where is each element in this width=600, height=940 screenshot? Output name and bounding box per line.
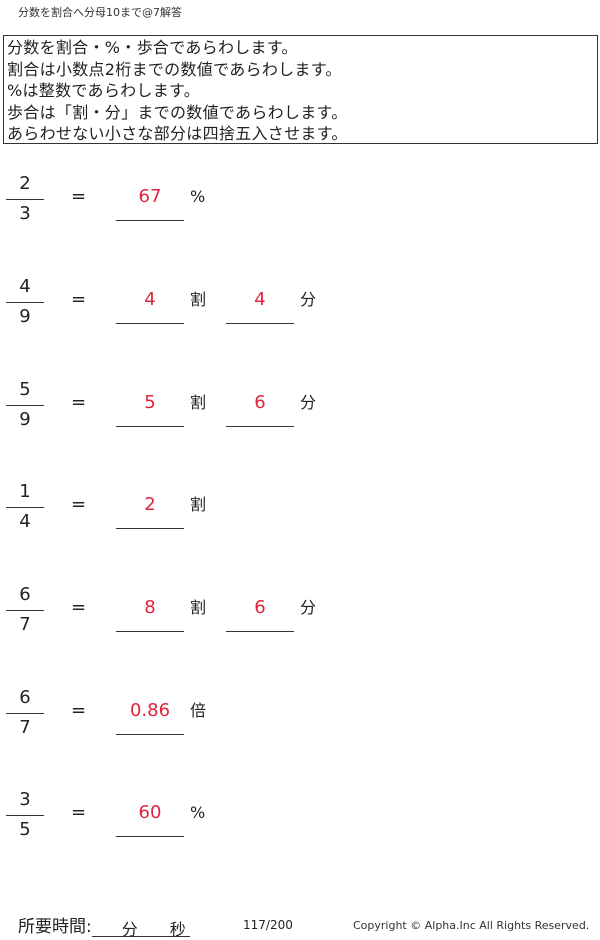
fraction-numerator: 6 [19,687,31,708]
fraction-numerator: 1 [19,481,31,502]
worksheet-title: 分数を割合へ分母10まで@7解答 [18,6,182,19]
fraction-denominator: 5 [19,819,31,840]
answer-blank [116,836,184,837]
problem-row: 6 7 = 8 割 6 分 [0,585,600,655]
problem-row: 1 4 = 2 割 [0,482,600,552]
instruction-line: %は整数であらわします。 [7,81,201,100]
answer-value: 67 [138,186,162,207]
answer-blank [116,323,184,324]
answer-value: 8 [144,597,156,618]
instruction-line: 割合は小数点2桁までの数値であらわします。 [7,59,342,79]
fraction-denominator: 7 [19,614,31,635]
time-required: 所要時間:分秒 [18,912,190,939]
fraction-bar [6,610,44,611]
answer-value: 5 [144,392,156,413]
problem-row: 3 5 = 60 % [0,790,600,860]
fraction-denominator: 3 [19,203,31,224]
time-blank: 分秒 [91,916,190,939]
equals-sign: = [71,186,87,207]
fraction-denominator: 4 [19,511,31,532]
problem-row: 2 3 = 67 % [0,174,600,244]
time-label: 所要時間: [18,917,92,937]
fraction-bar [6,405,44,406]
answer-blank [226,323,294,324]
fraction-numerator: 2 [19,173,31,194]
answer-unit: 分 [300,290,317,309]
equals-sign: = [71,494,87,515]
page-number: 117/200 [243,918,293,932]
fraction-denominator: 9 [19,306,31,327]
problem-row: 5 9 = 5 割 6 分 [0,380,600,450]
fraction-numerator: 6 [19,584,31,605]
problem-row: 4 9 = 4 割 4 分 [0,277,600,347]
minutes-label: 分 [121,920,138,939]
answer-unit: 割 [190,393,207,412]
instructions-box: 分数を割合・%・歩合であらわします。 割合は小数点2桁までの数値であらわします。… [3,35,598,144]
equals-sign: = [71,597,87,618]
answer-blank [116,220,184,221]
equals-sign: = [71,392,87,413]
answer-value: 0.86 [129,700,171,721]
fraction-numerator: 5 [19,379,31,400]
answer-value: 6 [254,597,266,618]
answer-value: 60 [138,802,162,823]
answer-blank [116,734,184,735]
answer-unit: 分 [300,393,317,412]
answer-unit: 割 [190,598,207,617]
answer-blank [226,426,294,427]
fraction-bar [6,199,44,200]
fraction-denominator: 7 [19,717,31,738]
equals-sign: = [71,700,87,721]
answer-blank [226,631,294,632]
answer-value: 4 [144,289,156,310]
equals-sign: = [71,802,87,823]
seconds-label: 秒 [169,920,186,939]
problem-row: 6 7 = 0.86 倍 [0,688,600,758]
answer-value: 4 [254,289,266,310]
copyright: Copyright © Alpha.Inc All Rights Reserve… [353,919,590,932]
instruction-line: あらわせない小さな部分は四捨五入させます。 [7,124,348,143]
instruction-line: 分数を割合・%・歩合であらわします。 [7,38,298,57]
answer-unit: % [190,187,206,206]
fraction-bar [6,713,44,714]
instruction-line: 歩合は「割・分」までの数値であらわします。 [7,102,348,122]
fraction-numerator: 3 [19,789,31,810]
fraction-bar [6,815,44,816]
answer-unit: % [190,803,206,822]
answer-blank [116,631,184,632]
answer-unit: 倍 [190,701,207,720]
fraction-bar [6,302,44,303]
answer-unit: 分 [300,598,317,617]
fraction-bar [6,507,44,508]
fraction-numerator: 4 [19,276,31,297]
answer-unit: 割 [190,495,207,514]
answer-value: 6 [254,392,266,413]
fraction-denominator: 9 [19,409,31,430]
answer-unit: 割 [190,290,207,309]
equals-sign: = [71,289,87,310]
answer-value: 2 [144,494,156,515]
answer-blank [116,426,184,427]
answer-blank [116,528,184,529]
